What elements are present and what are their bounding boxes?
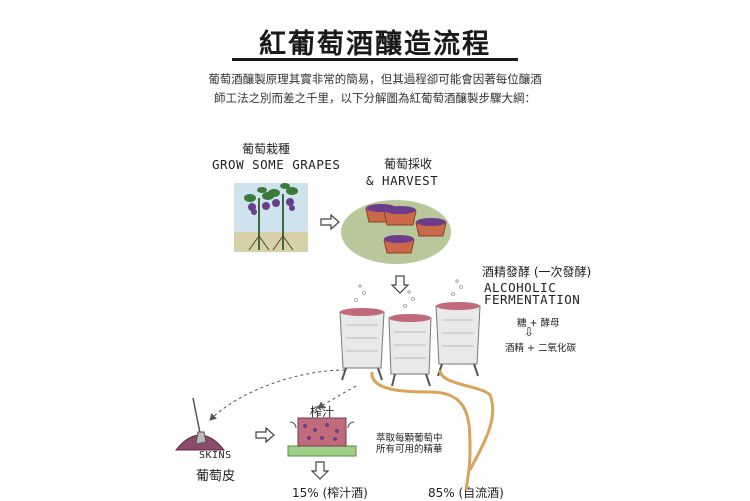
skins-pile	[174, 397, 226, 451]
wine-press	[287, 417, 357, 457]
intro-text: 葡萄酒釀製原理其實非常的簡易，但其過程卻可能會因著每位釀酒 師工法之別而差之千里…	[180, 70, 570, 108]
press-label-zh: 榨汁	[310, 405, 335, 419]
intro-line-2: 師工法之別而差之千里，以下分解圖為紅葡萄酒釀製步驟大綱：	[214, 91, 536, 105]
fermentation-arrow-icon: ⇩	[524, 325, 535, 339]
press-wine-label: 15% (榨汁酒)	[292, 486, 368, 500]
intro-line-1: 葡萄酒釀製原理其實非常的簡易，但其過程卻可能會因著每位釀酒	[208, 72, 542, 86]
skins-label-zh: 葡萄皮	[196, 469, 236, 484]
grow-label-zh: 葡萄栽種	[242, 142, 291, 156]
press-note-2: 所有可用的精華	[376, 444, 443, 455]
press-note-1: 萃取每顆葡萄中	[376, 433, 443, 444]
fermentation-label-zh: 酒精發酵 (一次發酵)	[482, 265, 592, 279]
down-arrow-icon	[390, 275, 410, 294]
title-underline	[232, 58, 518, 61]
fermentation-tanks	[339, 279, 481, 387]
vineyard-panel	[234, 183, 308, 252]
dashed-path-to-skins	[209, 369, 346, 421]
fermentation-input: 糖 + 酵母	[517, 318, 560, 329]
harvest-label-en: & HARVEST	[366, 173, 439, 188]
skins-label-en: SKINS	[199, 450, 232, 461]
free-run-wine-label: 85% (自流酒)	[428, 486, 504, 500]
page-title: 紅葡萄酒釀造流程	[259, 29, 491, 60]
fermentation-output: 酒精 + 二氧化碳	[505, 343, 576, 354]
down-arrow-icon-2	[310, 461, 330, 480]
dashed-path-to-press	[317, 385, 357, 409]
harvest-label-zh: 葡萄採收	[384, 157, 433, 171]
grow-label-en: GROW SOME GRAPES	[212, 157, 341, 172]
wine-hoses	[370, 369, 495, 491]
fermentation-label-en2: FERMENTATION	[484, 292, 581, 307]
right-arrow-icon	[320, 213, 340, 231]
fermentation-label-en1: ALCOHOLIC	[484, 280, 557, 295]
harvest-pots	[341, 200, 451, 264]
right-arrow-icon-2	[255, 426, 275, 444]
